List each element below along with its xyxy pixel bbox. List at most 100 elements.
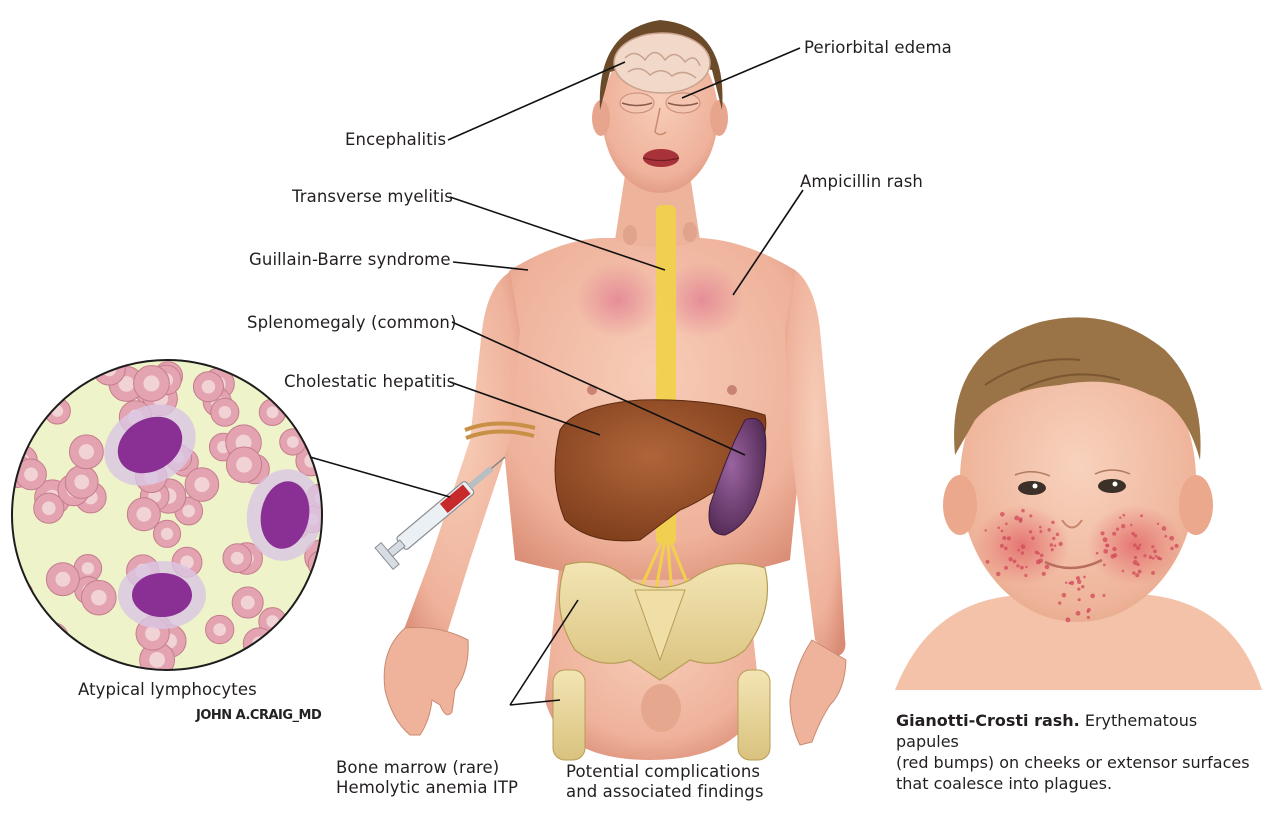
red-blood-cell-center: [24, 467, 38, 482]
rash-papule: [1132, 560, 1138, 565]
red-blood-cell: [242, 627, 276, 660]
rash-papule: [1049, 543, 1054, 547]
rash-papule: [1153, 549, 1157, 554]
rash-papule: [1156, 522, 1160, 526]
rash-papule: [1083, 575, 1086, 579]
rash-papule: [1029, 514, 1033, 518]
red-blood-cell-center: [235, 434, 252, 451]
rash-papule: [1058, 541, 1063, 547]
rash-papule: [1055, 532, 1060, 537]
rash-papule: [1039, 529, 1043, 533]
baby-figure: [895, 317, 1262, 690]
rash-papule: [1053, 544, 1057, 547]
rash-papule: [1137, 569, 1142, 574]
rash-papule: [1105, 543, 1109, 548]
rash-papule: [1148, 555, 1153, 560]
rash-papule: [1044, 564, 1050, 570]
red-blood-cell-center: [22, 643, 39, 660]
rash-papule: [1086, 615, 1090, 620]
rash-papule: [1095, 551, 1099, 555]
rash-papule: [1020, 565, 1024, 570]
rash-papule: [1028, 530, 1033, 534]
label-bone-marrow: Bone marrow (rare): [336, 758, 500, 777]
red-blood-cell-center: [266, 406, 279, 419]
rash-papule: [1037, 552, 1040, 555]
rash-papule: [1151, 570, 1155, 575]
rash-papule: [1161, 526, 1167, 531]
rash-papule: [1031, 536, 1035, 540]
rash-papule: [1090, 593, 1095, 599]
rash-papule: [1110, 554, 1115, 559]
rash-papule: [1100, 531, 1105, 536]
red-blood-cell: [35, 621, 70, 656]
label-ampicillin-rash: Ampicillin rash: [800, 172, 923, 191]
red-blood-cell-center: [91, 589, 107, 606]
red-blood-cell-center: [194, 476, 210, 493]
rash-papule: [1005, 522, 1008, 526]
rash-papule: [1016, 564, 1020, 568]
rash-papule: [1075, 576, 1081, 581]
rash-papule: [1121, 569, 1125, 573]
label-encephalitis: Encephalitis: [345, 130, 447, 149]
atypical-lymphocyte: [117, 416, 183, 474]
label-hemolytic-anemia: Hemolytic anemia ITP: [336, 778, 519, 797]
rash-papule: [1002, 536, 1007, 540]
red-blood-cell-center: [315, 558, 322, 571]
leader-bone-marrow: [509, 599, 579, 706]
red-blood-cell: [24, 632, 55, 662]
rash-papule: [1158, 557, 1161, 561]
red-blood-cell-center: [201, 380, 216, 394]
rash-papule: [1154, 554, 1158, 558]
rash-papule: [1151, 556, 1155, 560]
rash-papule: [999, 543, 1004, 548]
rash-papule: [1050, 548, 1054, 552]
red-blood-cell: [24, 360, 57, 383]
caption-line2: (red bumps) on cheeks or extensor surfac…: [896, 753, 1250, 772]
atypical-lymphocyte: [132, 573, 192, 617]
rash-papule: [1004, 546, 1008, 551]
rash-papule: [1012, 559, 1017, 564]
red-blood-cell-center: [218, 405, 232, 419]
rash-papule: [1133, 555, 1138, 560]
rash-papule: [984, 529, 987, 532]
red-blood-cell-center: [213, 623, 227, 636]
red-blood-cell: [307, 549, 322, 579]
red-blood-cell-center: [55, 571, 71, 587]
red-blood-cell-center: [33, 640, 47, 654]
red-blood-cell-center: [12, 587, 25, 602]
red-blood-cell: [297, 629, 322, 666]
rash-papule: [1068, 581, 1071, 585]
red-blood-cell-center: [145, 626, 161, 642]
rash-papule: [1164, 534, 1168, 538]
rash-papule: [999, 511, 1005, 517]
leader-periorbital-edema: [681, 47, 801, 99]
red-blood-cell: [92, 360, 126, 386]
red-blood-cell-center: [34, 374, 47, 388]
rash-papule: [1115, 527, 1120, 531]
red-blood-cell-center: [236, 456, 252, 473]
leader-cholestatic-hepatitis: [449, 381, 601, 436]
caption-line3: that coalesce into plagues.: [896, 774, 1113, 793]
red-blood-cell: [22, 616, 56, 649]
rash-papule: [1038, 525, 1042, 529]
adult-figure: [374, 20, 847, 761]
label-guillain-barre: Guillain-Barre syndrome: [249, 250, 451, 269]
rash-papule: [1119, 516, 1122, 519]
rash-papule: [1058, 601, 1062, 605]
rash-papule: [1000, 529, 1004, 533]
rash-papule: [1103, 563, 1106, 567]
rash-papule: [1081, 584, 1085, 589]
leader-transverse-myelitis: [449, 196, 666, 271]
rash-papule: [1018, 517, 1023, 521]
rash-papule: [1077, 587, 1081, 591]
rash-papule: [1133, 534, 1138, 538]
red-blood-cell-center: [182, 504, 195, 518]
red-blood-cell-center: [33, 360, 48, 374]
label-transverse-myelitis: Transverse myelitis: [292, 187, 454, 206]
caption-title: Gianotti-Crosti rash.: [896, 711, 1080, 730]
red-blood-cell-center: [118, 376, 135, 392]
rash-papule: [1006, 536, 1012, 541]
rash-papule: [1069, 580, 1075, 586]
red-blood-cell-center: [42, 501, 56, 515]
rash-papule: [1102, 594, 1106, 598]
